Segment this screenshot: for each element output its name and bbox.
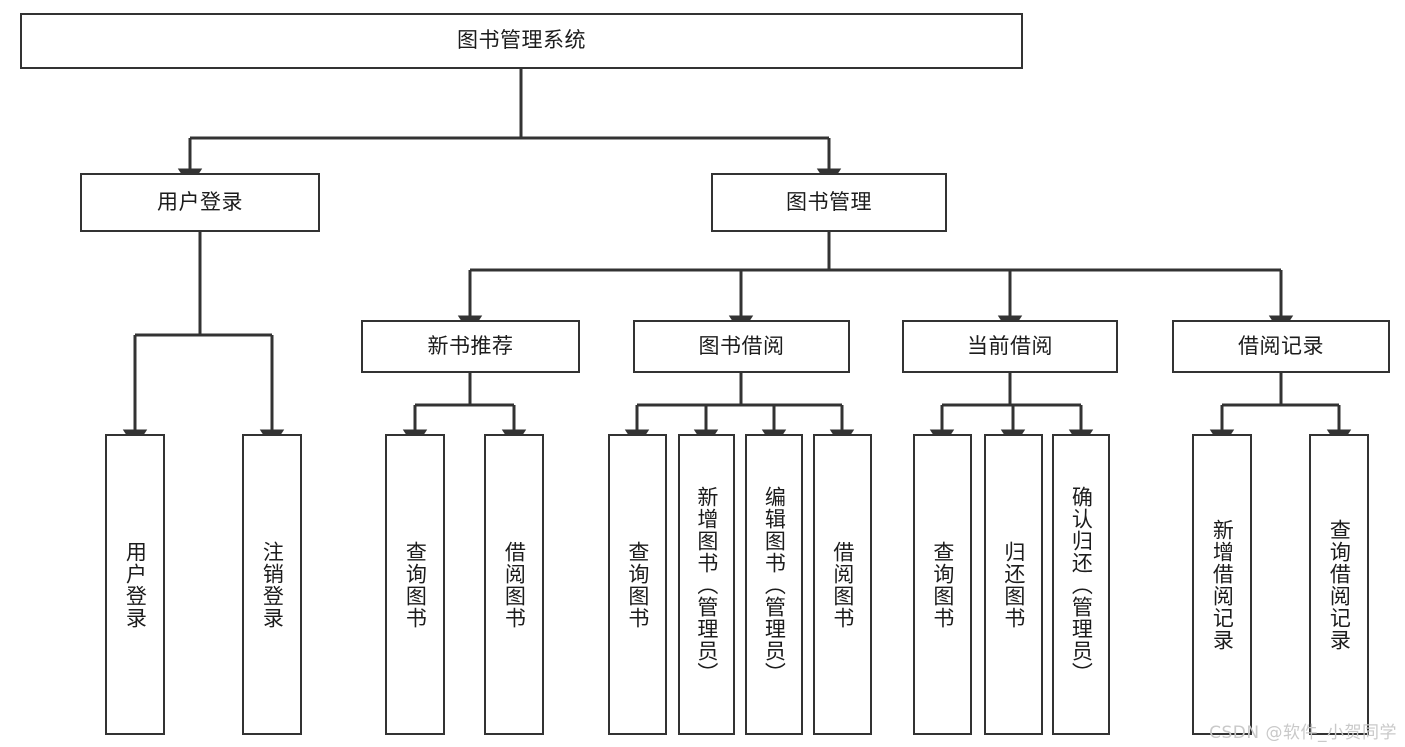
node-leaf-edit-book[interactable]: 编辑图书（管理员） — [745, 434, 803, 735]
node-label: 确认归还（管理员） — [1069, 485, 1094, 684]
node-label: 用户登录 — [123, 540, 148, 629]
node-borrow-record[interactable]: 借阅记录 — [1172, 320, 1390, 373]
node-leaf-add-borrow-record[interactable]: 新增借阅记录 — [1192, 434, 1252, 735]
node-leaf-confirm-return[interactable]: 确认归还（管理员） — [1052, 434, 1110, 735]
node-leaf-return-book[interactable]: 归还图书 — [984, 434, 1043, 735]
node-label: 新增借阅记录 — [1210, 518, 1235, 651]
node-label: 借阅图书 — [502, 540, 527, 629]
node-label: 借阅图书 — [830, 540, 855, 629]
node-label: 借阅记录 — [1238, 333, 1324, 358]
node-label: 编辑图书（管理员） — [762, 485, 787, 684]
node-label: 归还图书 — [1001, 540, 1026, 629]
watermark-label: CSDN @软件_小贺同学 — [1209, 723, 1397, 743]
node-leaf-borrow-book[interactable]: 借阅图书 — [813, 434, 872, 735]
connector-group — [122, 69, 1352, 448]
node-leaf-borrow-book-recommend[interactable]: 借阅图书 — [484, 434, 544, 735]
node-book-borrow[interactable]: 图书借阅 — [633, 320, 850, 373]
node-leaf-query-book-borrow[interactable]: 查询图书 — [608, 434, 667, 735]
node-book-manage[interactable]: 图书管理 — [711, 173, 947, 232]
node-label: 图书管理 — [786, 189, 872, 214]
node-label: 查询图书 — [403, 540, 428, 629]
node-user-login[interactable]: 用户登录 — [80, 173, 320, 232]
node-label: 查询借阅记录 — [1327, 518, 1352, 651]
node-label: 新书推荐 — [427, 333, 514, 358]
node-label: 图书借阅 — [698, 333, 785, 358]
node-leaf-user-logout[interactable]: 注销登录 — [242, 434, 302, 735]
node-current-borrow[interactable]: 当前借阅 — [902, 320, 1118, 373]
node-leaf-query-book-recommend[interactable]: 查询图书 — [385, 434, 445, 735]
node-label: 注销登录 — [260, 540, 285, 629]
node-label: 新增图书（管理员） — [694, 485, 719, 684]
node-leaf-add-book[interactable]: 新增图书（管理员） — [678, 434, 735, 735]
node-root[interactable]: 图书管理系统 — [20, 13, 1023, 69]
node-label: 当前借阅 — [967, 333, 1053, 358]
node-leaf-query-book-current[interactable]: 查询图书 — [913, 434, 972, 735]
node-label: 查询图书 — [930, 540, 955, 629]
node-leaf-user-login[interactable]: 用户登录 — [105, 434, 165, 735]
node-label: 查询图书 — [625, 540, 650, 629]
node-new-book-recommend[interactable]: 新书推荐 — [361, 320, 580, 373]
node-leaf-query-borrow-record[interactable]: 查询借阅记录 — [1309, 434, 1369, 735]
node-label: 用户登录 — [157, 189, 243, 214]
node-label: 图书管理系统 — [457, 28, 586, 53]
